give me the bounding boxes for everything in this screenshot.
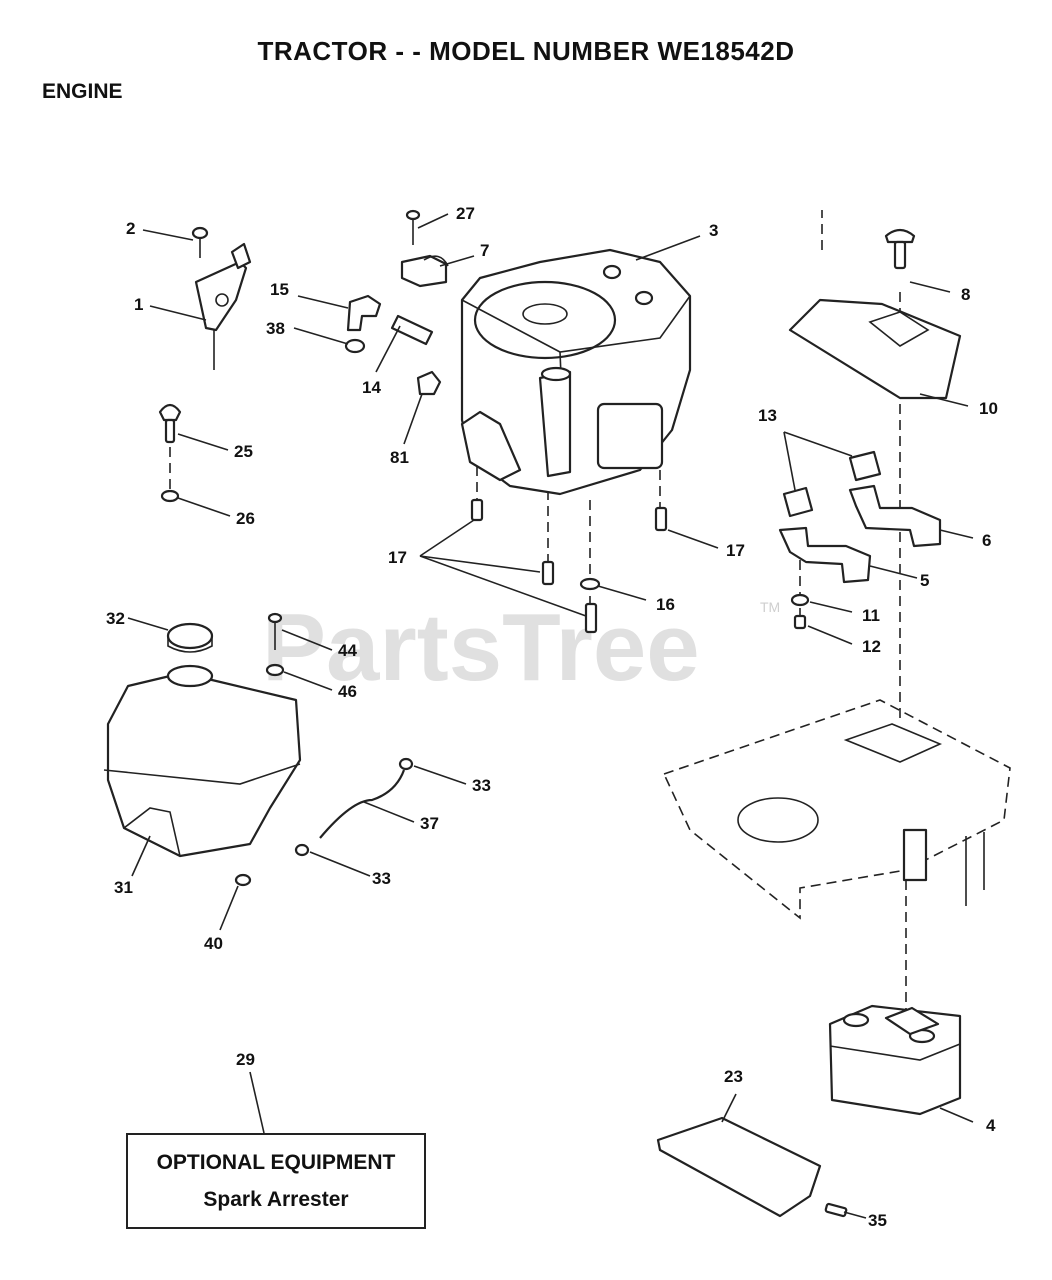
exhaust-pipes-part	[778, 450, 942, 630]
shield-part	[788, 228, 962, 400]
callout-17-left: 17	[388, 548, 407, 567]
callout-3: 3	[709, 221, 718, 240]
callout-38: 38	[266, 319, 285, 338]
callout-4: 4	[986, 1116, 996, 1135]
callout-14: 14	[362, 378, 381, 397]
spark-shield-part	[656, 1116, 848, 1218]
callout-11: 11	[862, 606, 880, 625]
callout-29: 29	[236, 1050, 255, 1069]
fuel-line-part	[294, 757, 414, 857]
choke-knob-part	[158, 403, 182, 503]
callout-8: 8	[961, 285, 970, 304]
throttle-control-part	[191, 226, 252, 370]
callout-37: 37	[420, 814, 439, 833]
callout-31: 31	[114, 878, 133, 897]
callout-12: 12	[862, 637, 881, 656]
callout-2: 2	[126, 219, 135, 238]
section-heading: ENGINE	[42, 80, 123, 103]
callout-40: 40	[204, 934, 223, 953]
callout-10: 10	[979, 399, 998, 418]
optional-equipment-box: OPTIONAL EQUIPMENT Spark Arrester	[126, 1133, 426, 1229]
callout-32: 32	[106, 609, 125, 628]
callout-23: 23	[724, 1067, 743, 1086]
callout-6: 6	[982, 531, 991, 550]
callout-26: 26	[236, 509, 255, 528]
muffler-part	[828, 1004, 962, 1116]
callout-35: 35	[868, 1211, 887, 1230]
engine-part	[460, 248, 692, 496]
page-title: TRACTOR - - MODEL NUMBER WE18542D	[257, 36, 795, 66]
callout-13: 13	[758, 406, 777, 425]
fuel-tank-part	[103, 612, 302, 887]
callout-81: 81	[390, 448, 409, 467]
callout-25: 25	[234, 442, 253, 461]
mounting-bolts-part	[470, 498, 668, 634]
clamp-part	[400, 209, 449, 288]
callout-17-right: 17	[726, 541, 745, 560]
callout-15: 15	[270, 280, 289, 299]
callout-16: 16	[656, 595, 675, 614]
optional-equipment-item: Spark Arrester	[203, 1188, 349, 1211]
callout-33-top: 33	[472, 776, 491, 795]
callout-1: 1	[134, 295, 143, 314]
callout-5: 5	[920, 571, 929, 590]
frame-part	[662, 699, 1011, 920]
callout-44: 44	[338, 641, 357, 660]
callout-7: 7	[480, 241, 489, 260]
optional-equipment-title: OPTIONAL EQUIPMENT	[156, 1151, 396, 1174]
callout-46: 46	[338, 682, 357, 701]
watermark: PartsTree	[262, 594, 700, 701]
watermark-tm: TM	[760, 599, 780, 615]
callout-27: 27	[456, 204, 475, 223]
callout-33-bottom: 33	[372, 869, 391, 888]
